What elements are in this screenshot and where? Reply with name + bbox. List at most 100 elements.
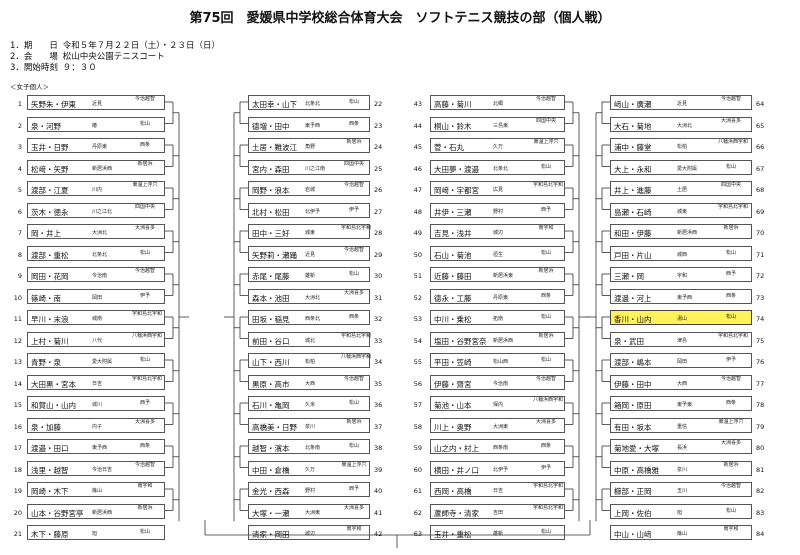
entry-box bbox=[610, 245, 752, 261]
entry-school: 岩城 bbox=[305, 187, 316, 193]
entry-district: 四国中央 bbox=[134, 203, 155, 210]
entry-school: 北条北 bbox=[92, 251, 108, 258]
entry-school: 広見 bbox=[493, 187, 504, 193]
entry-school: 雄新 bbox=[305, 273, 316, 279]
entry-district: 大洲喜多 bbox=[343, 504, 364, 511]
entry-names: 吉見・浅井 bbox=[434, 229, 472, 238]
entry-box bbox=[248, 116, 370, 132]
entry-district: 松山 bbox=[725, 507, 736, 514]
entry-district: 松山 bbox=[348, 271, 359, 277]
entry-number: 36 bbox=[374, 401, 383, 409]
info-date: 1．期 日 令和５年７月２２日（土）・２３日（日） bbox=[10, 39, 220, 51]
entry-number: 30 bbox=[374, 272, 383, 280]
entry-names: 大上・永和 bbox=[614, 164, 652, 174]
entry-number: 43 bbox=[413, 100, 422, 108]
entry-box bbox=[610, 138, 752, 153]
entry-district: 大洲喜多 bbox=[343, 289, 364, 296]
entry-number: 51 bbox=[413, 272, 422, 280]
entry-district: 松山 bbox=[540, 163, 551, 170]
entry-number: 79 bbox=[756, 422, 765, 431]
entry-school: 城南 bbox=[92, 316, 103, 322]
entry-box bbox=[27, 439, 165, 454]
entry-district: 新居浜 bbox=[346, 139, 362, 145]
entry-box bbox=[27, 181, 165, 196]
entry-number: 76 bbox=[756, 358, 765, 366]
entry-names: 伊藤・田中 bbox=[614, 379, 652, 389]
entry-box bbox=[430, 267, 565, 282]
entry-names: 箱岡・原田 bbox=[614, 401, 652, 410]
entry-number: 27 bbox=[374, 207, 383, 216]
entry-box bbox=[248, 331, 370, 347]
entry-district: 西条 bbox=[540, 292, 551, 299]
entry-number: 61 bbox=[413, 487, 422, 495]
entry-names: 西岡・高橋 bbox=[434, 487, 472, 496]
entry-district: 南宇和 bbox=[723, 526, 739, 532]
entry-box bbox=[27, 353, 165, 368]
entry-school: 垣生 bbox=[493, 251, 504, 258]
entry-school: 川之江北 bbox=[92, 208, 113, 215]
entry-number: 19 bbox=[13, 487, 22, 495]
entry-number: 3 bbox=[17, 143, 22, 151]
entry-names: 塩田・谷野宮奈 bbox=[434, 336, 487, 346]
entry-district: 今治越智 bbox=[343, 246, 364, 253]
entry-names: 泉・加藤 bbox=[31, 422, 61, 432]
entry-names: 金光・西森 bbox=[252, 487, 290, 496]
entry-school: 城西 bbox=[677, 251, 688, 258]
entry-school: 野村 bbox=[493, 208, 504, 215]
entry-district: 東温上浮穴 bbox=[341, 461, 367, 468]
entry-box bbox=[248, 202, 370, 218]
entry-number: 1 bbox=[17, 100, 22, 108]
entry-district: 西条 bbox=[139, 443, 150, 449]
entry-number: 50 bbox=[413, 250, 422, 259]
entry-names: 越智・濱本 bbox=[252, 444, 290, 453]
entry-school: 城辺 bbox=[493, 230, 504, 236]
entry-district: 松山 bbox=[725, 163, 736, 170]
entry-district: 宇和島北宇和 bbox=[718, 332, 749, 339]
entry-number: 53 bbox=[413, 315, 422, 323]
entry-number: 25 bbox=[374, 164, 383, 173]
entry-number: 84 bbox=[756, 530, 765, 538]
entry-number: 32 bbox=[374, 315, 383, 323]
entry-school: 愛大附属 bbox=[92, 359, 113, 365]
entry-school: 泉川 bbox=[305, 423, 316, 430]
entry-number: 14 bbox=[13, 379, 22, 388]
entry-school: 丹原東 bbox=[92, 144, 108, 150]
entry-box bbox=[248, 181, 370, 196]
entry-district: 南宇和 bbox=[538, 225, 554, 231]
entry-number: 68 bbox=[756, 186, 765, 194]
entry-box bbox=[248, 245, 370, 261]
entry-names: 井上・進藤 bbox=[614, 186, 652, 195]
entry-school: 岡田 bbox=[677, 359, 688, 365]
entry-school: 松柏 bbox=[305, 359, 316, 365]
entry-box bbox=[610, 331, 752, 347]
entry-school: 大西 bbox=[305, 380, 316, 387]
entry-school: 大洲東 bbox=[305, 509, 321, 516]
entry-number: 49 bbox=[413, 229, 422, 237]
entry-school: 内子 bbox=[92, 423, 103, 430]
entry-names: 田中・三好 bbox=[252, 229, 290, 238]
entry-number: 12 bbox=[13, 336, 22, 345]
entry-district: 今治越智 bbox=[343, 375, 364, 382]
entry-number: 78 bbox=[756, 401, 765, 409]
entry-names: 矢野朱・伊東 bbox=[31, 100, 76, 109]
entry-district: 東温上浮穴 bbox=[718, 418, 744, 425]
entry-names: 大田黒・宮本 bbox=[31, 379, 76, 389]
entry-district: 東温上浮穴 bbox=[132, 182, 158, 188]
entry-school: 東予西 bbox=[305, 122, 321, 129]
entry-names: 上村・菊川 bbox=[31, 336, 69, 346]
entry-number: 18 bbox=[13, 465, 22, 474]
entry-box bbox=[248, 525, 370, 540]
entry-number: 54 bbox=[413, 336, 422, 345]
entry-names: 蘆師寺・清家 bbox=[434, 508, 479, 518]
entry-names: 土居・難波江 bbox=[252, 143, 297, 152]
entry-number: 83 bbox=[756, 508, 765, 517]
entry-names: 松﨑・矢野 bbox=[31, 164, 69, 174]
entry-district: 今治越智 bbox=[134, 461, 155, 468]
entry-school: 日吉 bbox=[92, 380, 103, 387]
entry-box bbox=[430, 503, 565, 519]
entry-names: 赤尾・尾藤 bbox=[252, 272, 290, 281]
entry-box bbox=[248, 482, 370, 497]
entry-names: 德増・田中 bbox=[252, 121, 290, 131]
entry-box bbox=[27, 503, 165, 519]
entry-number: 70 bbox=[756, 229, 765, 237]
